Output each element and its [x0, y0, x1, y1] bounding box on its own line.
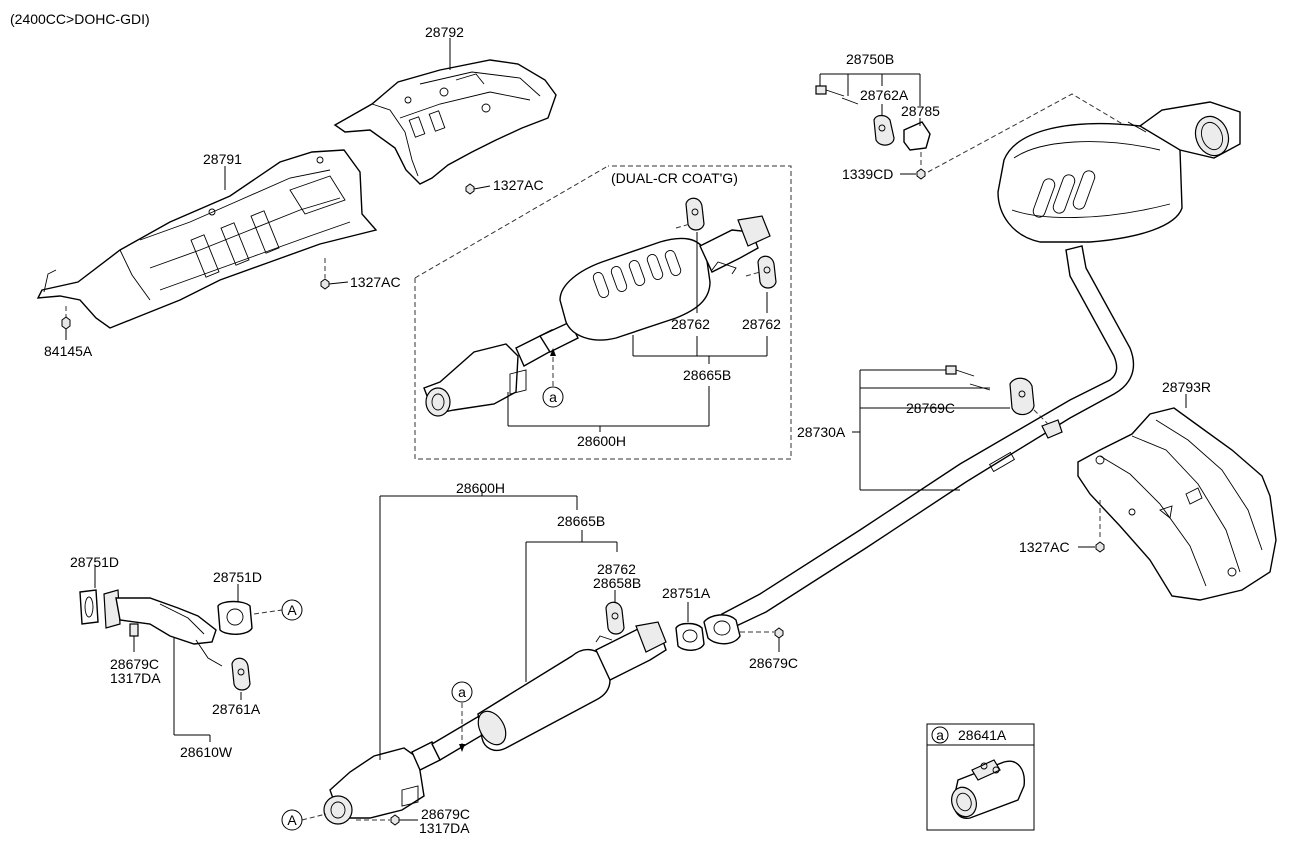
label-28665B-box: 28665B — [683, 367, 731, 383]
label-84145A: 84145A — [44, 343, 93, 359]
label-1317DA-left: 1317DA — [110, 670, 161, 686]
hanger-group-28730A — [852, 365, 1049, 491]
callout-A-bottom: A — [287, 812, 297, 828]
label-28762-box-right: 28762 — [742, 316, 781, 332]
label-28793R: 28793R — [1162, 379, 1211, 395]
center-muffler-assembly — [323, 601, 784, 825]
nut-1327AC-b — [320, 278, 330, 290]
legend-clamp-28641A — [926, 723, 1035, 831]
label-28762A: 28762A — [860, 87, 909, 103]
label-28679C-left: 28679C — [110, 656, 159, 672]
bolt-84145A — [61, 306, 71, 340]
label-28750B: 28750B — [846, 51, 894, 67]
legend-part-28641A: 28641A — [958, 727, 1007, 743]
label-28762-box-left: 28762 — [671, 316, 710, 332]
main-pipe-28730A — [720, 245, 1135, 629]
nut-28679C-bottom — [390, 814, 400, 826]
hanger-group-28750B — [815, 73, 931, 180]
label-28610W: 28610W — [180, 744, 233, 760]
callout-a-box: a — [549, 389, 557, 405]
front-pipe-28610W — [79, 589, 253, 700]
label-28751A: 28751A — [662, 585, 711, 601]
label-1327AC-b: 1327AC — [350, 274, 401, 290]
legend-marker: a — [936, 727, 944, 743]
label-28751D-left: 28751D — [70, 554, 119, 570]
callout-A-left: A — [287, 602, 297, 618]
callout-a-main: a — [458, 684, 466, 700]
label-28600H-main: 28600H — [456, 480, 505, 496]
nut-1327AC-a — [465, 183, 475, 195]
label-dual-cr-coating: (DUAL-CR COAT'G) — [611, 170, 738, 186]
label-28785: 28785 — [901, 103, 940, 119]
callout-A-left-circle — [281, 599, 303, 621]
heat-protector-28793R — [1077, 407, 1277, 601]
label-28679C-bottom: 28679C — [421, 806, 470, 822]
label-28751D-right: 28751D — [213, 569, 262, 585]
callout-A-bottom-circle — [281, 809, 303, 831]
label-28791: 28791 — [203, 151, 242, 167]
label-1339CD: 1339CD — [842, 166, 893, 182]
label-28600H-box: 28600H — [577, 433, 626, 449]
callout-a-box-circle — [542, 386, 564, 408]
engine-title: (2400CC>DOHC-GDI) — [10, 11, 150, 27]
heat-protector-28791 — [36, 149, 378, 329]
label-28792: 28792 — [425, 24, 464, 40]
dual-cr-coating-box — [414, 165, 792, 460]
label-28761A: 28761A — [212, 701, 261, 717]
label-28730A: 28730A — [797, 424, 846, 440]
label-28769C: 28769C — [906, 400, 955, 416]
rear-muffler — [997, 101, 1241, 243]
label-28762-main: 28762 — [597, 561, 636, 577]
label-1317DA-bottom: 1317DA — [419, 820, 470, 836]
label-1327AC-a: 1327AC — [493, 177, 544, 193]
label-28679C-right: 28679C — [749, 655, 798, 671]
nut-1327AC-c — [1095, 541, 1105, 553]
label-28658B: 28658B — [593, 575, 641, 591]
callout-a-main-circle — [451, 681, 473, 703]
heat-protector-28792 — [333, 59, 557, 185]
label-1327AC-c: 1327AC — [1019, 539, 1070, 555]
label-28665B-main: 28665B — [557, 513, 605, 529]
